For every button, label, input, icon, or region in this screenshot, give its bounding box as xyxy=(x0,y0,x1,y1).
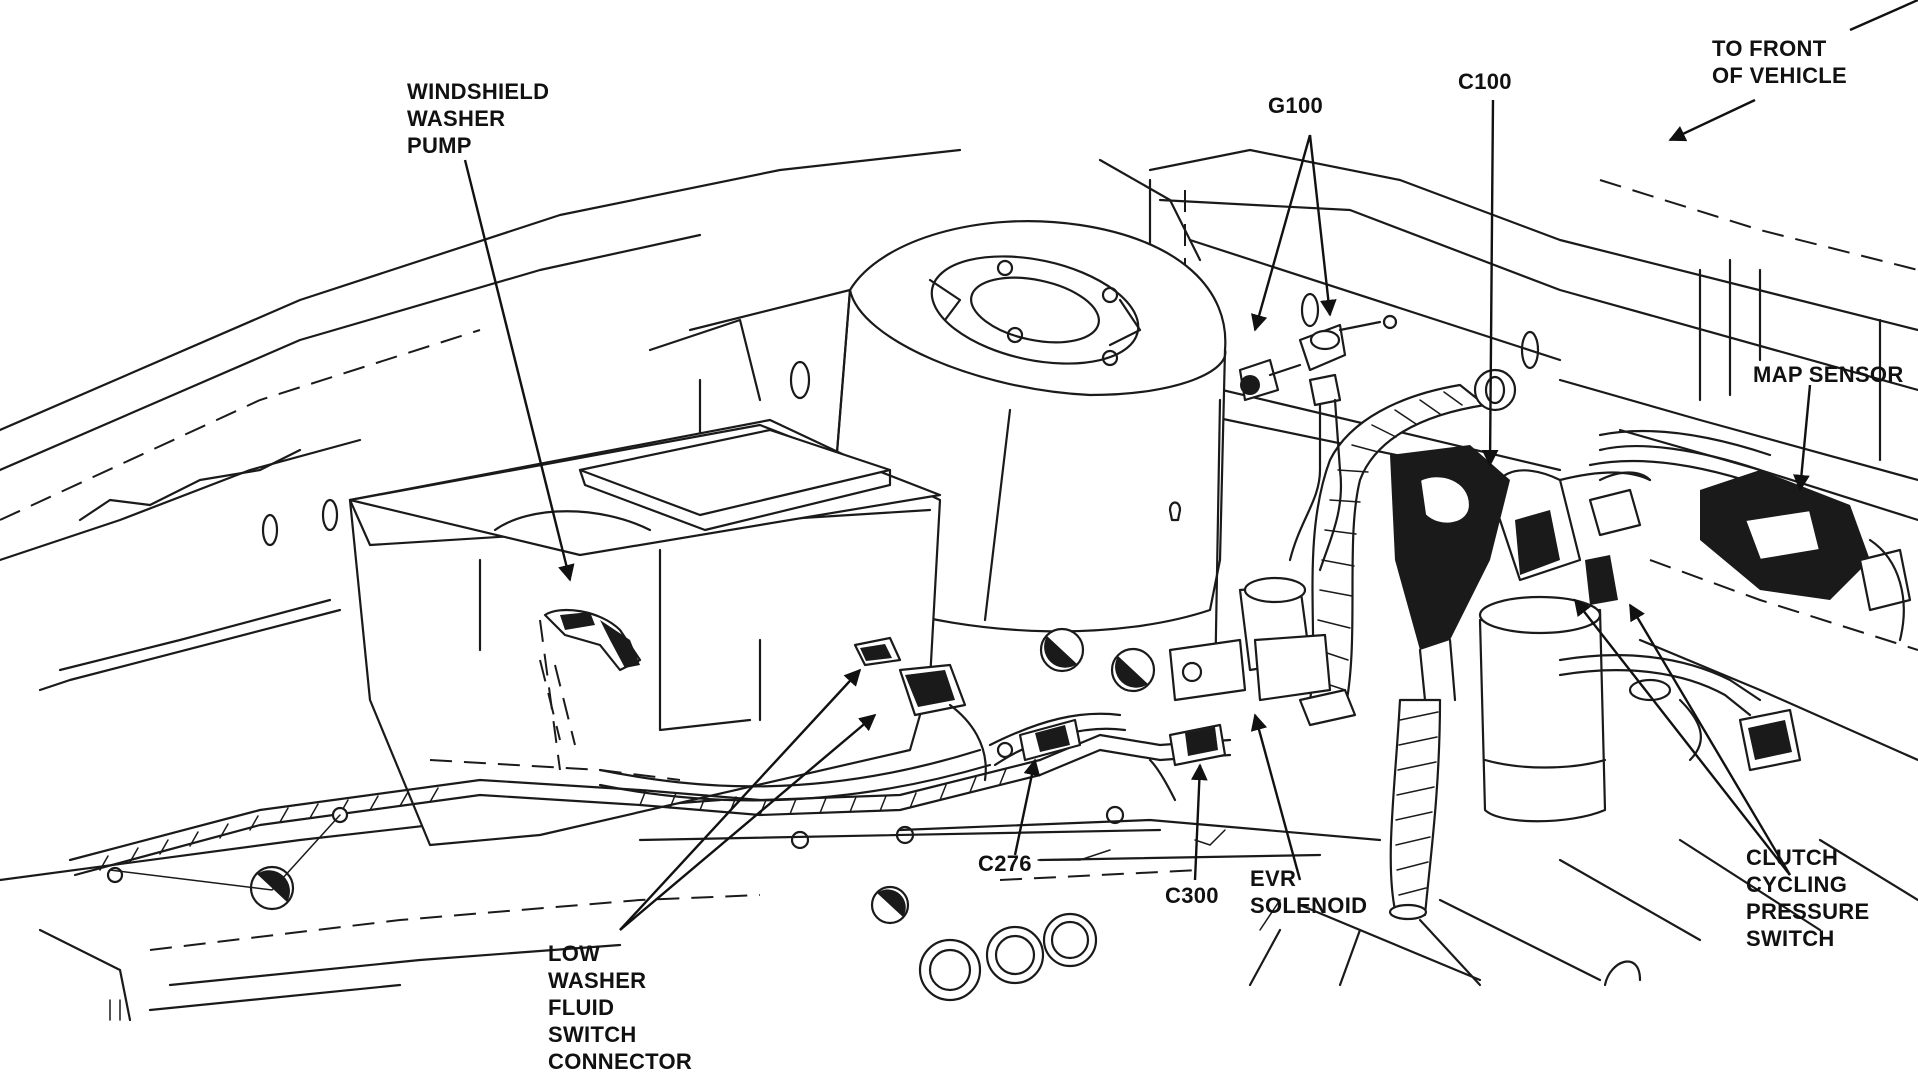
map-sensor xyxy=(1700,470,1912,642)
washer-reservoir xyxy=(348,418,942,847)
label-windshield-washer-pump: WINDSHIELD WASHER PUMP xyxy=(407,78,549,159)
grommets xyxy=(918,912,1098,1002)
label-line: C100 xyxy=(1458,69,1512,94)
c276-connector xyxy=(1018,718,1082,762)
ac-accumulator xyxy=(1478,469,1652,823)
label-line: OF VEHICLE xyxy=(1712,63,1848,88)
label-line: MAP SENSOR xyxy=(1753,362,1904,387)
label-line: CLUTCH xyxy=(1746,845,1839,870)
label-line: WASHER xyxy=(548,968,647,993)
label-line: SWITCH xyxy=(548,1022,637,1047)
label-g100: G100 xyxy=(1268,92,1323,119)
label-line: PRESSURE xyxy=(1746,899,1870,924)
apron-lines xyxy=(0,798,1918,1022)
label-line: WASHER xyxy=(407,106,506,131)
c300-connector xyxy=(1148,723,1227,802)
label-line: EVR xyxy=(1250,866,1297,891)
label-c276: C276 xyxy=(978,850,1032,877)
label-line: FLUID xyxy=(548,995,615,1020)
label-line: PUMP xyxy=(407,133,472,158)
c100-bulkhead xyxy=(1390,445,1560,702)
label-clutch-cycling-pressure-switch: CLUTCH CYCLING PRESSURE SWITCH xyxy=(1746,844,1869,952)
label-line: G100 xyxy=(1268,93,1324,118)
washer-pump-connector xyxy=(543,608,642,672)
leader-lines xyxy=(109,99,1812,931)
label-line: SOLENOID xyxy=(1250,893,1368,918)
label-low-washer-fluid-switch-connector: LOW WASHER FLUID SWITCH CONNECTOR xyxy=(548,940,692,1075)
g100-ground xyxy=(1238,314,1398,572)
label-evr-solenoid: EVR SOLENOID xyxy=(1250,865,1367,919)
label-to-front-of-vehicle: TO FRONT OF VEHICLE xyxy=(1712,35,1847,89)
evr-solenoid xyxy=(1168,576,1357,727)
label-line: LOW xyxy=(548,941,601,966)
label-line: CYCLING xyxy=(1746,872,1848,897)
label-map-sensor: MAP SENSOR xyxy=(1753,361,1904,388)
low-washer-switch-connector xyxy=(853,636,987,782)
label-c100: C100 xyxy=(1458,68,1512,95)
lower-loom xyxy=(1388,698,1442,921)
label-c300: C300 xyxy=(1165,882,1219,909)
ground-symbols xyxy=(249,627,1156,925)
label-line: C300 xyxy=(1165,883,1219,908)
clutch-switch-assembly xyxy=(1558,429,1802,772)
label-line: WINDSHIELD xyxy=(407,79,550,104)
front-arrow xyxy=(1668,0,1918,142)
label-line: SWITCH xyxy=(1746,926,1835,951)
label-line: CONNECTOR xyxy=(548,1049,693,1074)
braided-loom xyxy=(1308,368,1517,712)
label-line: TO FRONT xyxy=(1712,36,1827,61)
label-line: C276 xyxy=(978,851,1032,876)
